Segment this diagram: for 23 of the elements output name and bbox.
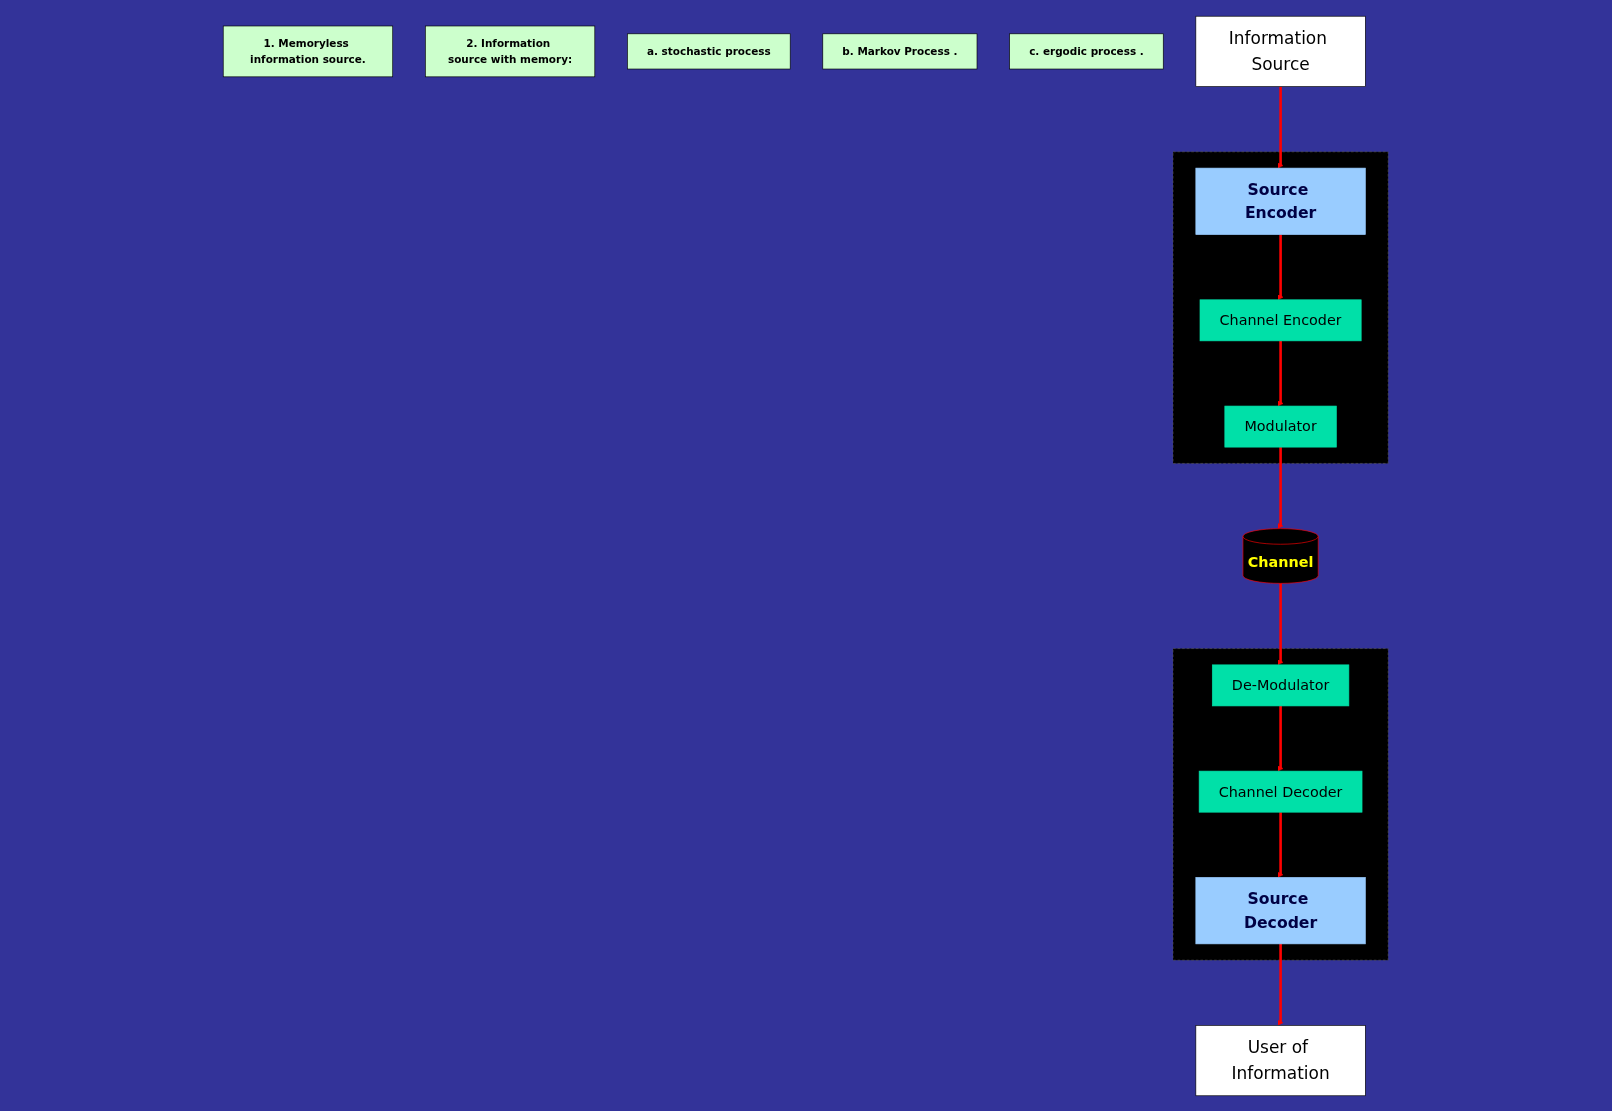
node-box: User of Information [1195,1024,1366,1096]
node-box: De-Modulator [1212,664,1350,706]
node-box: 2. Information source with memory: [425,25,596,77]
arrow [1278,234,1284,300]
node-box: 1. Memoryless information source. [223,25,394,77]
arrow [1278,582,1284,665]
node-box: Channel Encoder [1199,298,1362,341]
node-box: Modulator [1224,405,1337,447]
node-box: Channel Decoder [1199,770,1363,812]
node-box: Source Encoder [1195,167,1366,235]
node-box: b. Markov Process . [822,33,978,69]
arrow [1278,811,1284,878]
cluster [1173,647,1389,960]
cluster [1173,151,1389,464]
arrow [1278,705,1284,771]
arrow [1278,340,1284,406]
arrow [1278,86,1284,168]
node-box: Information Source [1195,15,1366,87]
arrow [1278,446,1284,529]
node-box: Source Decoder [1195,876,1366,944]
arrow [1278,943,1284,1026]
node-box: a. stochastic process [627,33,791,69]
node-box: c. ergodic process . [1009,33,1164,69]
